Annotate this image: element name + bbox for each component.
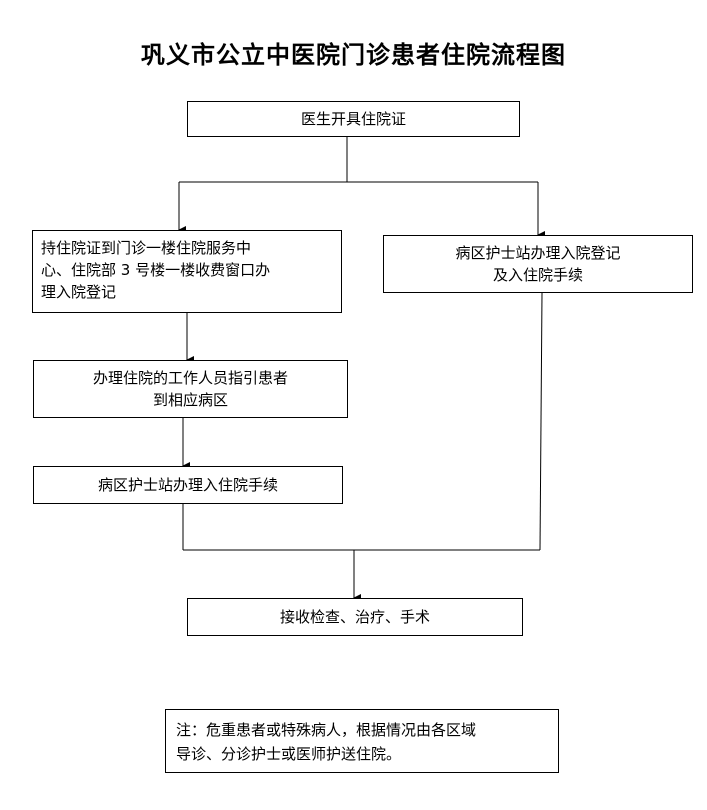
guide-box: 办理住院的工作人员指引患者 到相应病区	[33, 360, 348, 418]
ward-register-box: 病区护士站办理入院登记 及入住院手续	[383, 235, 693, 293]
ward-procedure-box: 病区护士站办理入住院手续	[33, 466, 343, 504]
ward-register-label-line1: 病区护士站办理入院登记	[455, 244, 621, 262]
doctor-label: 医生开具住院证	[300, 110, 406, 128]
ward-register-label-line2: 及入住院手续	[492, 266, 583, 284]
note-line1: 注：危重患者或特殊病人，根据情况由各区域	[176, 721, 477, 739]
guide-label-line1: 办理住院的工作人员指引患者	[92, 369, 288, 387]
register-label-line3: 理入院登记	[41, 283, 117, 301]
treatment-box: 接收检查、治疗、手术	[187, 598, 523, 636]
doctor-box: 医生开具住院证	[187, 101, 520, 137]
guide-label-line2: 到相应病区	[152, 391, 228, 409]
register-label-line1: 持住院证到门诊一楼住院服务中	[41, 239, 252, 257]
connector-right-down	[539, 292, 543, 551]
register-box: 持住院证到门诊一楼住院服务中 心、住院部 3 号楼一楼收费窗口办 理入院登记	[32, 230, 342, 313]
page-title: 巩义市公立中医院门诊患者住院流程图	[141, 40, 566, 69]
note-line2: 导诊、分诊护士或医师护送住院。	[176, 745, 402, 763]
note-box: 注：危重患者或特殊病人，根据情况由各区域 导诊、分诊护士或医师护送住院。	[165, 709, 559, 773]
ward-procedure-label: 病区护士站办理入住院手续	[97, 476, 278, 494]
register-label-line2: 心、住院部 3 号楼一楼收费窗口办	[41, 261, 271, 279]
treatment-label: 接收检查、治疗、手术	[279, 608, 430, 626]
